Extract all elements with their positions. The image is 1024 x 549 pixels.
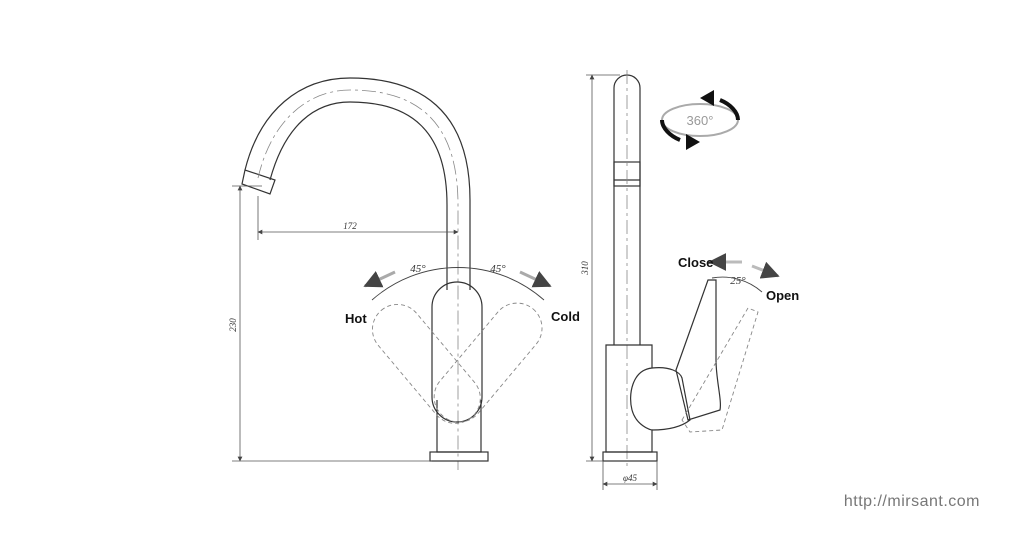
label-open: Open: [766, 288, 799, 303]
rotation-360-icon: [660, 90, 740, 150]
watermark: http://mirsant.com: [844, 493, 980, 510]
rotation-label: 360°: [687, 113, 714, 128]
side-cartridge: [651, 367, 691, 431]
front-angle-arc: [371, 267, 545, 301]
front-handle-cold-position: [433, 302, 543, 423]
front-view: [241, 77, 545, 470]
front-spout-outer: [244, 77, 471, 290]
side-view: [602, 70, 759, 470]
front-body: [436, 400, 482, 453]
front-base-plate: [429, 451, 489, 462]
label-hot: Hot: [345, 311, 367, 326]
side-dimensions: [586, 74, 780, 490]
side-base-plate: [602, 451, 658, 462]
front-dim-width: 172: [343, 221, 357, 231]
front-handle: [431, 281, 483, 423]
front-spout-tip: [241, 169, 276, 195]
side-angle: 25°: [730, 275, 746, 287]
side-labels: 310 φ45 Close Open 25° 360°: [580, 113, 799, 483]
side-dim-base: φ45: [623, 473, 637, 483]
front-spout-inner: [269, 101, 448, 290]
front-dimensions: [232, 185, 552, 462]
side-angle-arc: [711, 276, 763, 293]
side-handle-open-position: [681, 307, 759, 433]
front-spout-centerline: [257, 89, 459, 470]
front-angle-right: 45°: [490, 263, 506, 275]
front-labels: 172 230 45° 45° Hot Cold: [228, 221, 580, 332]
side-body: [605, 344, 653, 453]
side-handle: [675, 279, 722, 421]
side-dim-height: 310: [580, 261, 590, 276]
front-angle-left: 45°: [410, 263, 426, 275]
front-dim-height: 230: [228, 318, 238, 332]
label-cold: Cold: [551, 309, 580, 324]
label-close: Close: [678, 255, 713, 270]
front-handle-hot-position: [372, 303, 481, 424]
side-aerator: [613, 161, 641, 187]
